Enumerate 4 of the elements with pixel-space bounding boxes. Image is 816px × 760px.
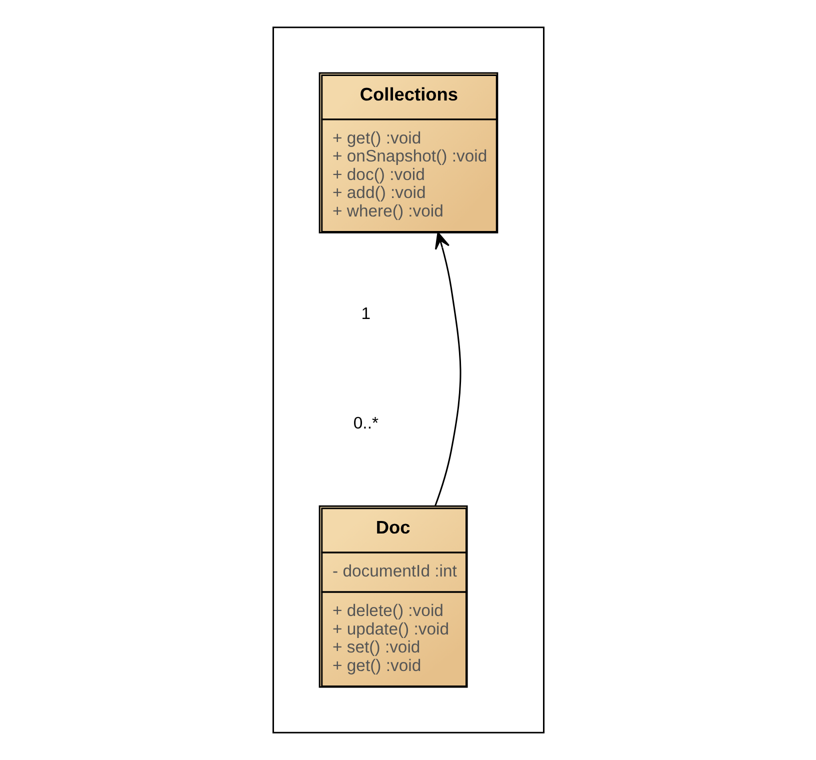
arrow [434, 232, 461, 506]
cluster [272, 26, 544, 734]
label: 0..* [352, 413, 378, 432]
label: 1 [360, 304, 370, 323]
